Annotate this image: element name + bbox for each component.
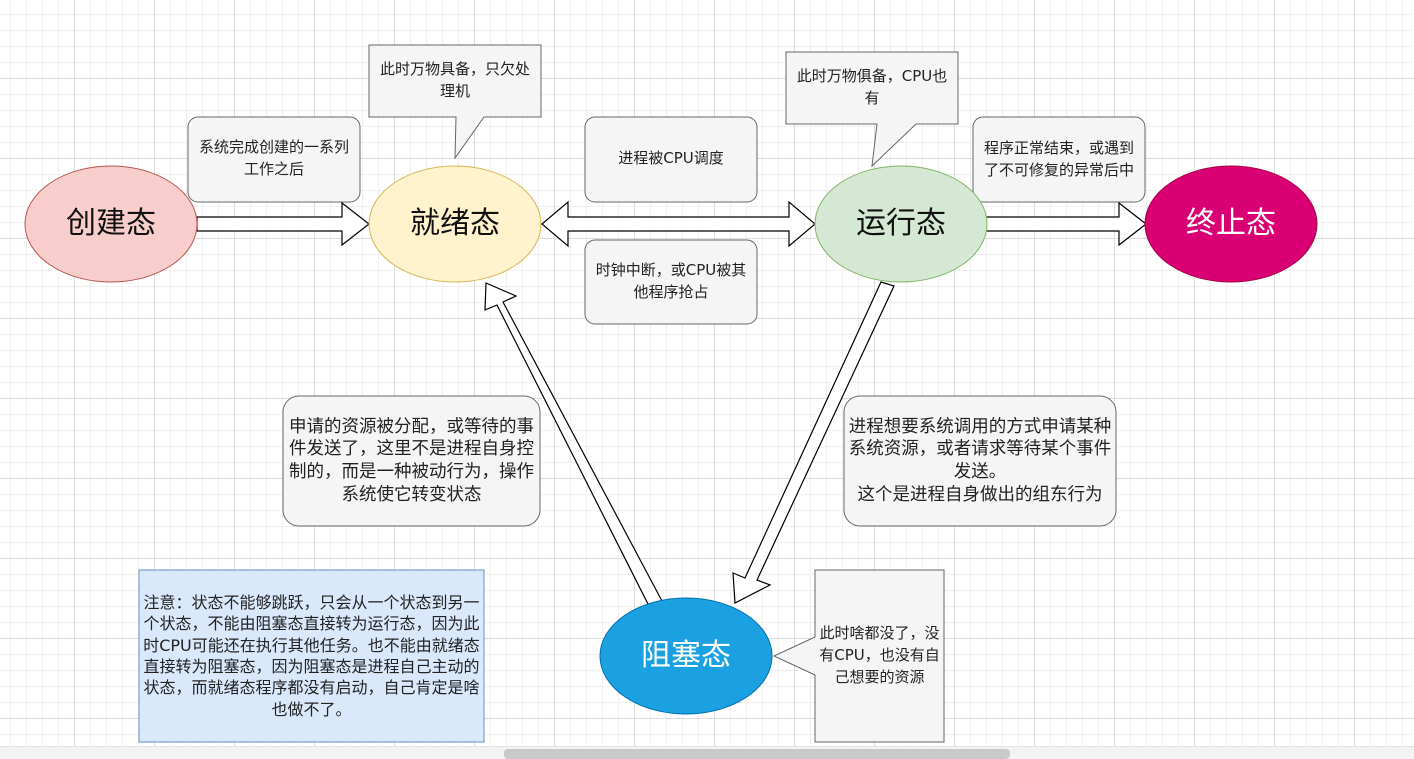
callout-running-to-blocked-shape[interactable] (843, 395, 1117, 527)
callout-create-to-ready-text: 系统完成创建的一系列工作之后 (198, 138, 349, 178)
callout-scheduled-text: 进程被CPU调度 (618, 149, 724, 168)
arrow-running-to-terminated[interactable] (985, 201, 1147, 247)
arrow-running-to-blocked[interactable] (732, 281, 895, 604)
state-ready-label: 就绪态 (410, 206, 500, 242)
notice-text: 注意：状态不能够跳跃，只会从一个状态到另一个状态，不能由阻塞态直接转为运行态，因… (143, 593, 480, 719)
callout-scheduled-shape[interactable] (584, 116, 758, 203)
callout-blocked-to-ready-shape[interactable] (282, 395, 541, 527)
arrow-blocked-to-ready-shape[interactable] (484, 282, 663, 607)
state-create-label: 创建态 (66, 206, 156, 242)
callout-running-to-blocked-text: 进程想要系统调用的方式申请某种系统资源，或者请求等待某个事件发送。 这个是进程自… (848, 416, 1112, 505)
state-blocked-label: 阻塞态 (641, 638, 731, 674)
notice-box-shape[interactable] (138, 569, 485, 743)
callout-ready-note-text: 此时万物具备，只欠处理机 (379, 60, 530, 100)
callout-normal-exit-shape[interactable] (972, 116, 1146, 203)
callout-preempted-shape[interactable] (584, 239, 758, 325)
callout-create-to-ready-shape[interactable] (187, 116, 361, 203)
callout-running-note-text: 此时万物俱备，CPU也有 (796, 67, 948, 107)
state-ready-shape[interactable] (368, 165, 542, 283)
state-running-label: 运行态 (856, 206, 946, 242)
state-terminated-label: 终止态 (1186, 206, 1276, 242)
callout-preempted-text: 时钟中断，或CPU被其他程序抢占 (595, 261, 747, 301)
scrollbar-thumb[interactable] (504, 749, 1010, 759)
callout-blocked-to-ready-text: 申请的资源被分配，或等待的事件发送了，这里不是进程自身控制的，而是一种被动行为，… (289, 416, 534, 505)
callout-blocked-note-text: 此时啥都没了，没有CPU，也没有自己想要的资源 (819, 624, 940, 686)
state-terminated-shape[interactable] (1144, 165, 1318, 283)
state-running-shape[interactable] (814, 165, 988, 283)
callout-running-note-shape[interactable] (785, 51, 959, 168)
callout-ready-note-shape[interactable] (368, 44, 542, 160)
state-create-shape[interactable] (24, 165, 198, 283)
arrow-ready-running[interactable] (541, 200, 816, 248)
callout-normal-exit-text: 程序正常结束，或遇到了不可修复的异常后中 (983, 139, 1134, 179)
arrow-create-to-ready[interactable] (196, 201, 370, 247)
state-blocked-shape[interactable] (599, 597, 773, 715)
callout-blocked-note-shape[interactable] (772, 569, 945, 743)
